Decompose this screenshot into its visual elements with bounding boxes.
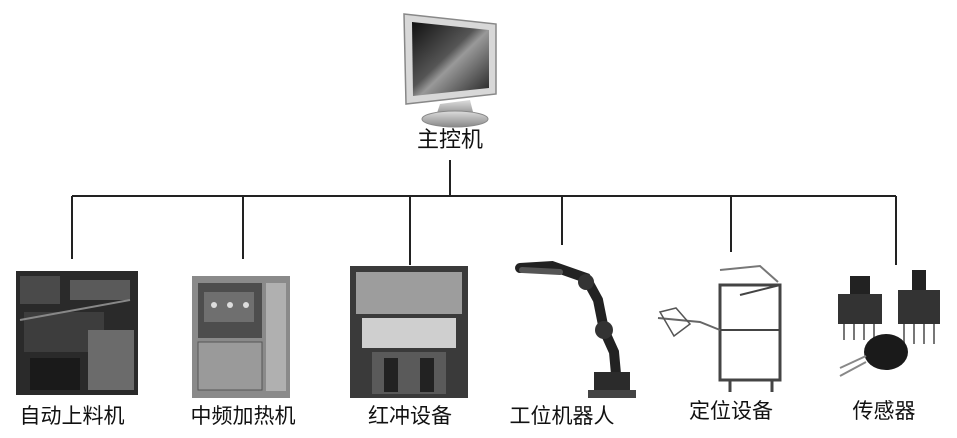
device-label-positioning: 定位设备	[689, 399, 773, 423]
hot-forging-press-photo	[350, 266, 468, 398]
device-label-forging-press: 红冲设备	[368, 404, 452, 428]
connector-lines	[71, 160, 897, 265]
device-label-sensor: 传感器	[853, 399, 916, 423]
industrial-robot-icon	[515, 260, 636, 398]
device-label-robot: 工位机器人	[510, 404, 615, 428]
auto-feeder-photo	[16, 271, 138, 395]
device-label-auto-feeder: 自动上料机	[20, 404, 125, 428]
device-label-induction-heater: 中频加热机	[191, 404, 296, 428]
positioning-device-icon	[657, 264, 782, 392]
monitor-icon	[403, 13, 497, 128]
induction-heater-photo	[192, 276, 290, 398]
host-label: 主控机	[417, 128, 483, 153]
pressure-sensor-icon	[838, 270, 940, 377]
